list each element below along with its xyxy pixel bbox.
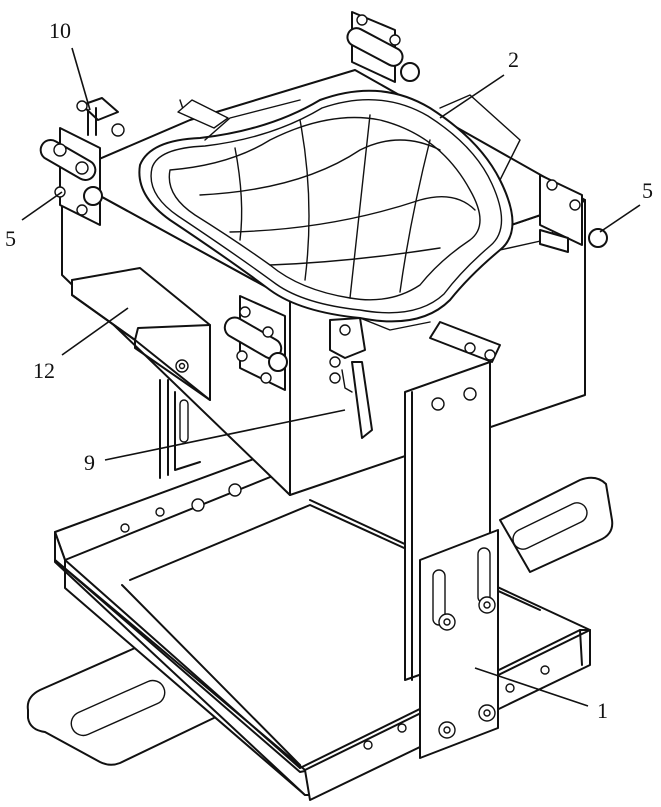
label-part-1: 1 — [597, 698, 608, 723]
base-frame — [26, 441, 614, 801]
angle-bracket-12 — [71, 267, 211, 401]
clip-tab-front — [429, 321, 501, 363]
upright-plate — [404, 361, 499, 759]
label-part-10: 10 — [49, 18, 71, 43]
label-part-5-left: 5 — [5, 226, 16, 251]
clamp-right — [539, 174, 608, 253]
latch-9 — [329, 317, 373, 439]
label-part-2: 2 — [508, 47, 519, 72]
clamp-top-left-10 — [76, 97, 125, 137]
left-foot-slot — [70, 679, 166, 737]
upright-plate-slotted — [419, 529, 499, 759]
label-part-12: 12 — [33, 358, 55, 383]
label-part-5-right: 5 — [642, 178, 653, 203]
right-foot-slot — [512, 502, 588, 550]
clamp-left — [39, 127, 103, 226]
clamp-top-right — [346, 11, 420, 83]
label-part-9: 9 — [84, 450, 95, 475]
leader-lines — [21, 47, 641, 707]
clamp-front-left — [223, 295, 288, 391]
seat-mould-cavity — [138, 89, 586, 331]
support-posts — [159, 379, 201, 479]
cavity-inner-basin — [168, 116, 481, 301]
